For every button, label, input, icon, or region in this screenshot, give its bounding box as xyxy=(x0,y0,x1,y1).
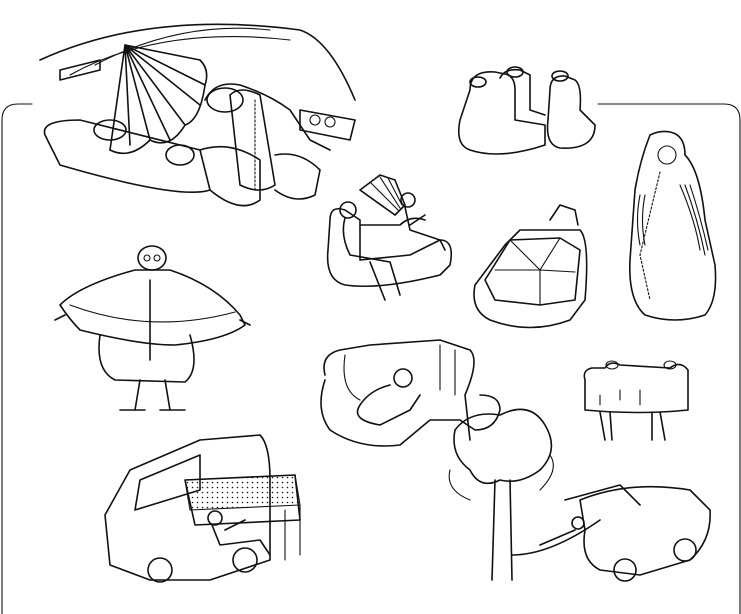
car-seats-icon xyxy=(457,66,596,155)
walking-bench-icon xyxy=(583,360,689,441)
tree-hammock-icon xyxy=(448,408,711,582)
seated-people-icon xyxy=(326,174,453,301)
seat-suit-icon xyxy=(628,130,717,321)
sleeping-person-icon xyxy=(320,339,501,447)
frame-line xyxy=(1,103,741,614)
car-seat-icon xyxy=(473,204,588,329)
poncho-icon xyxy=(54,245,251,411)
van-awning-icon xyxy=(104,434,301,583)
car-interior-icon xyxy=(39,23,356,207)
